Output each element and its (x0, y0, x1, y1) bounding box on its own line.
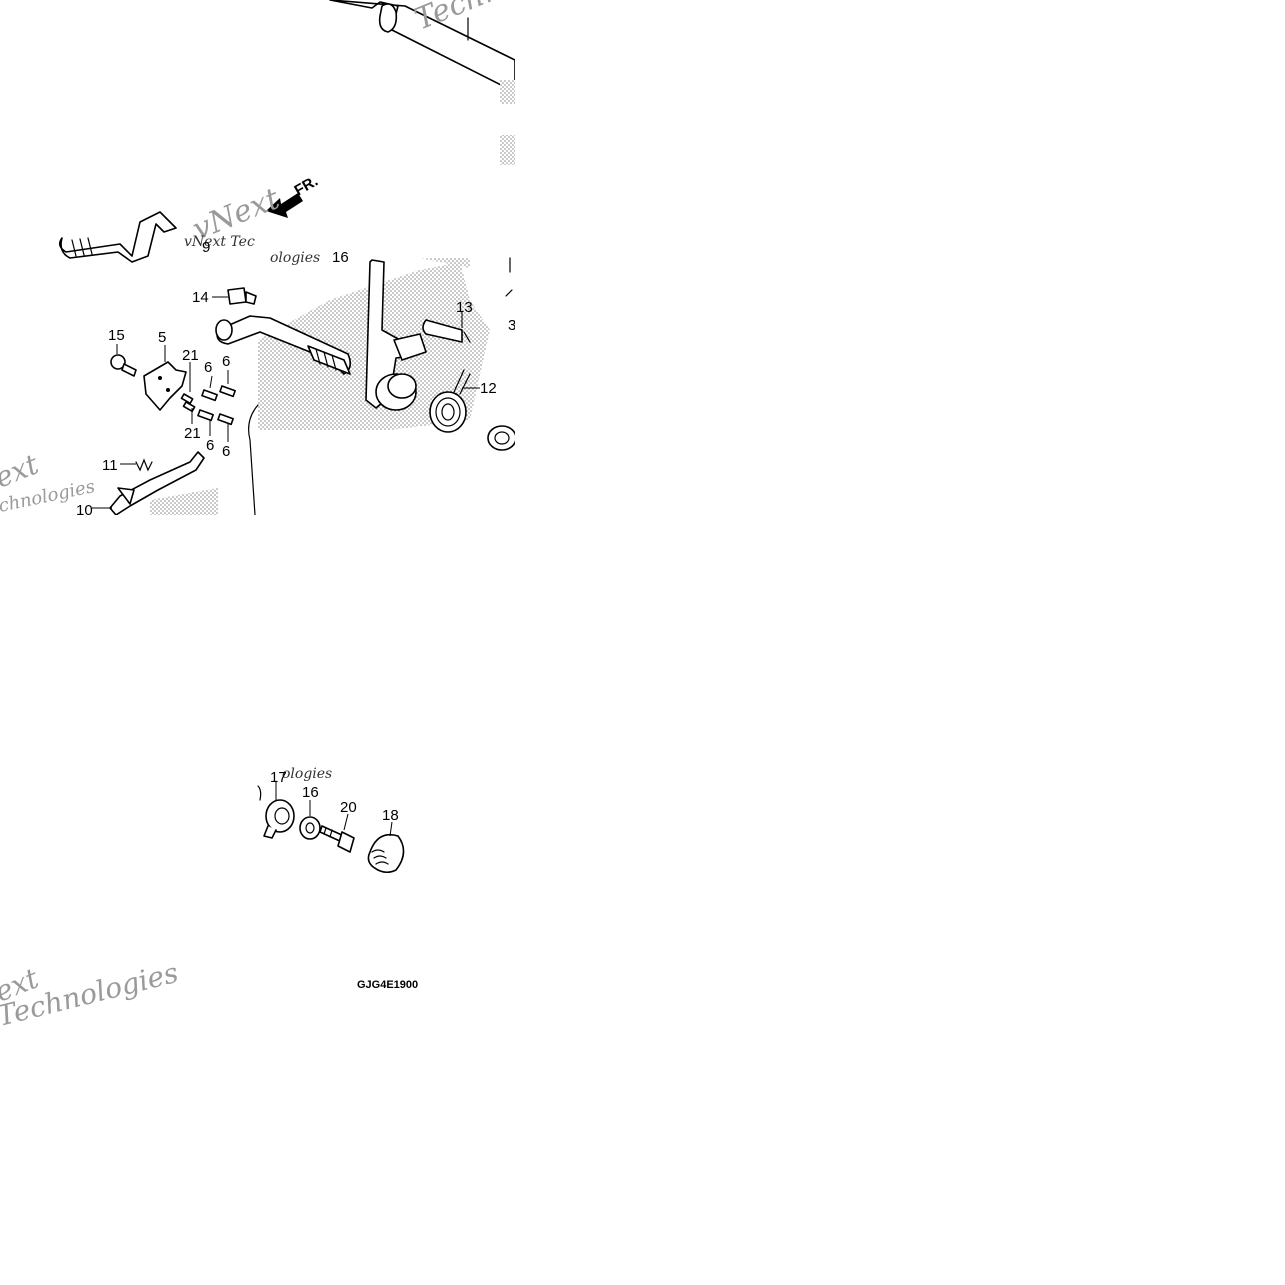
callout-9: 9 (202, 239, 210, 256)
part-15-bolt (110, 344, 137, 377)
oil-seal (487, 425, 515, 451)
callout-5: 5 (158, 329, 166, 346)
lower-panel: ologies 17 16 20 (0, 766, 418, 1033)
callout-20: 20 (340, 799, 357, 816)
part-10-pedal (92, 451, 205, 515)
callout-18: 18 (382, 807, 399, 824)
part-20-bolt (319, 813, 355, 853)
top-shaft (329, 0, 515, 165)
callout-6-a: 6 (222, 353, 230, 370)
part-5-plate (143, 345, 187, 411)
callout-10: 10 (76, 502, 93, 519)
watermark-ologies: ologies (270, 250, 320, 266)
part-16-washer (299, 800, 321, 840)
diagram-code: GJG4E1900 (357, 979, 418, 991)
callout-3: 3 (508, 317, 516, 334)
callout-6-b: 6 (204, 359, 212, 376)
shift-arm (365, 259, 427, 411)
callout-15: 15 (108, 327, 125, 344)
callout-11: 11 (102, 457, 118, 474)
watermark-vnext-tec: vNext Tec (184, 234, 255, 250)
callout-21-top: 21 (182, 347, 199, 364)
callout-21-bottom: 21 (184, 425, 201, 442)
callout-14: 14 (192, 289, 209, 306)
callout-12: 12 (480, 380, 497, 397)
part-11-spring (120, 458, 153, 472)
callout-17: 17 (270, 769, 287, 786)
callout-16: 16 (302, 784, 319, 801)
part-18-cap (367, 821, 405, 874)
watermark-techno: Techno (410, 0, 524, 37)
callout-13: 13 (456, 299, 473, 316)
edge-fragment (505, 257, 513, 297)
callout-6-d: 6 (222, 443, 230, 460)
part-13-bolt (422, 312, 471, 343)
part-9-shift-shaft (58, 211, 177, 263)
part-14-bolt (212, 287, 257, 305)
callout-16-top: 16 (332, 249, 349, 266)
pins (180, 362, 236, 442)
spline-shaft (215, 315, 352, 375)
callout-6-c: 6 (206, 437, 214, 454)
upper-panel: FR. (0, 0, 524, 519)
part-12-spring (429, 369, 480, 433)
watermark-ologies-2: ologies (282, 766, 332, 782)
part-17-tab-washer (257, 782, 295, 839)
